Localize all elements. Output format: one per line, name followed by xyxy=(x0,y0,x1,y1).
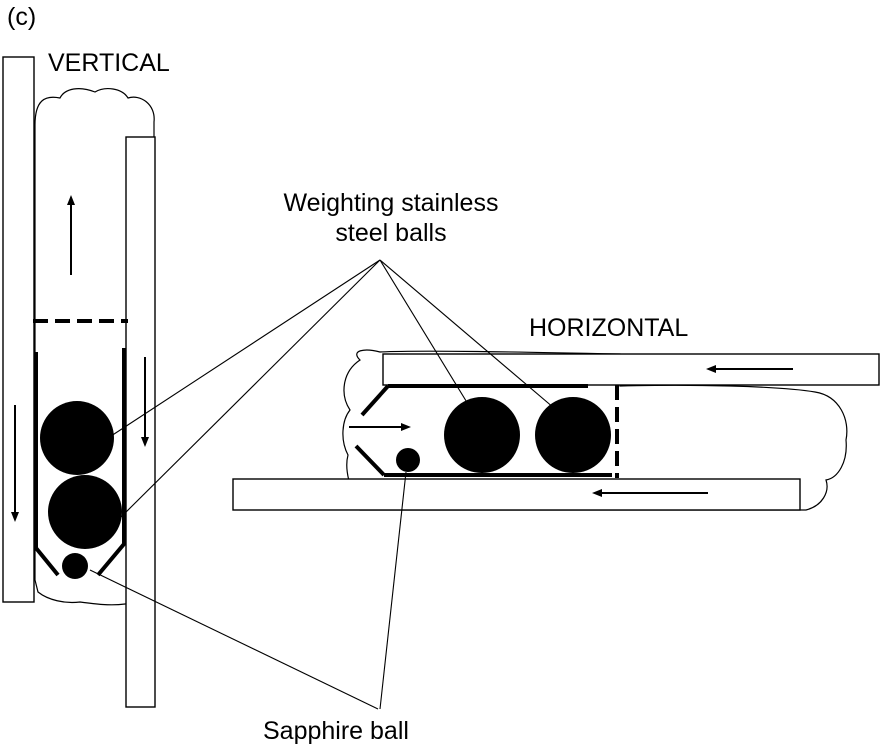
steel-balls-label-line2: steel balls xyxy=(335,219,447,247)
horizontal-basket-top-nose xyxy=(360,384,390,417)
vertical-outer-tube xyxy=(2,56,35,603)
horizontal-inner-arrowhead xyxy=(401,423,411,431)
vertical-steel-ball-bottom xyxy=(48,475,122,549)
horizontal-basket-bottom-nose xyxy=(354,444,386,477)
leader-lines xyxy=(89,259,555,710)
steel-leader-horizontal-right xyxy=(379,259,555,409)
sapphire-ball-label: Sapphire ball xyxy=(263,717,409,745)
sapphire-leader-horizontal xyxy=(379,471,407,710)
steel-balls-label-line1: Weighting stainless xyxy=(283,189,499,217)
horizontal-lower-plate xyxy=(232,478,801,511)
vertical-down-arrowhead-left xyxy=(11,512,19,522)
vertical-assembly xyxy=(2,56,156,708)
horizontal-cloud-outline xyxy=(342,349,848,511)
horizontal-orientation-label: HORIZONTAL xyxy=(529,314,689,342)
horizontal-steel-ball-right xyxy=(535,397,611,473)
steel-balls-label: Weighting stainless steel balls xyxy=(266,188,516,248)
horizontal-upper-plate xyxy=(382,353,880,386)
vertical-inner-rod xyxy=(125,136,156,708)
vertical-down-arrowhead-right xyxy=(141,437,149,447)
vertical-basket-left-wall xyxy=(34,352,60,577)
vertical-cloud-outline xyxy=(34,88,155,606)
steel-leader-vertical-top xyxy=(107,259,381,439)
vertical-sapphire-ball xyxy=(62,553,88,579)
vertical-steel-ball-top xyxy=(40,401,114,475)
vertical-orientation-label: VERTICAL xyxy=(48,49,170,77)
sapphire-leader-vertical xyxy=(89,569,379,710)
steel-leader-horizontal-left xyxy=(379,259,472,410)
horizontal-lower-plate-arrowhead xyxy=(592,489,602,497)
vertical-up-arrowhead xyxy=(67,195,75,205)
panel-label: (c) xyxy=(7,3,37,31)
horizontal-steel-ball-left xyxy=(444,397,520,473)
vertical-basket-right-wall xyxy=(96,348,126,577)
horizontal-upper-plate-arrowhead xyxy=(706,365,716,373)
horizontal-sapphire-ball xyxy=(396,448,420,472)
horizontal-assembly xyxy=(232,349,880,511)
steel-leader-vertical-bottom xyxy=(116,259,381,522)
